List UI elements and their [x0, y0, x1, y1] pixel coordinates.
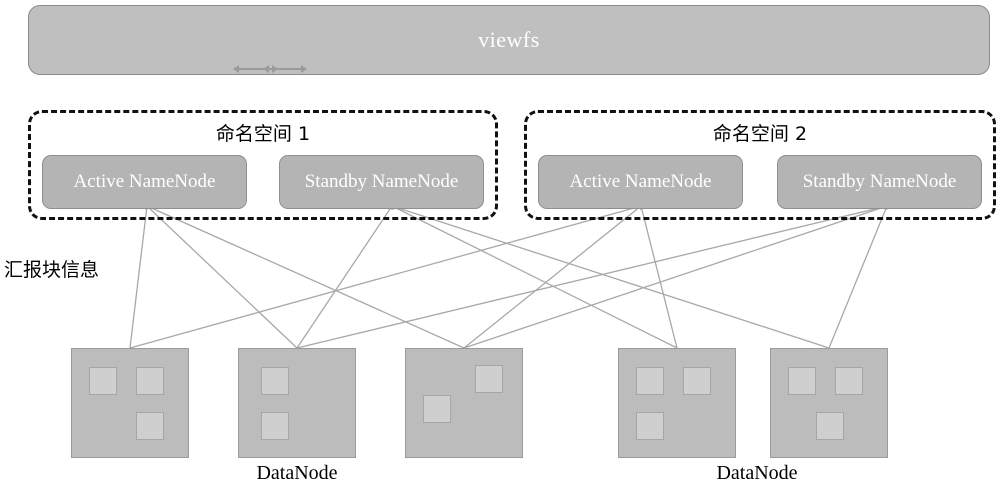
viewfs-box[interactable]: viewfs	[28, 5, 990, 75]
datanode-caption: DataNode	[256, 462, 338, 484]
block-report-edge	[141, 203, 465, 349]
block-report-edge	[463, 202, 893, 349]
namespace-container-2[interactable]: 命名空间 2 Active NameNode Standby NameNode	[524, 110, 996, 220]
namenode-active-label-2: Active NameNode	[569, 171, 712, 192]
block-report-edge	[828, 200, 890, 349]
namenode-standby-label-1: Standby NameNode	[304, 171, 459, 192]
namenode-standby-label-2: Standby NameNode	[802, 171, 957, 192]
data-block	[636, 412, 664, 440]
datanode-4[interactable]	[618, 348, 736, 458]
namespace-title-1: 命名空间 1	[215, 123, 311, 145]
data-block	[475, 365, 503, 393]
data-block	[683, 367, 711, 395]
data-block	[136, 367, 164, 395]
data-block	[636, 367, 664, 395]
namespace-container-1[interactable]: 命名空间 1 Active NameNode Standby NameNode	[28, 110, 498, 220]
data-block	[423, 395, 451, 423]
block-report-edge	[129, 200, 151, 349]
datanode-5[interactable]	[770, 348, 888, 458]
viewfs-label: viewfs	[478, 27, 540, 52]
block-report-edge	[142, 201, 298, 349]
report-blocks-label: 汇报块信息	[4, 259, 100, 281]
block-report-edge	[386, 202, 830, 349]
datanode-2[interactable]	[238, 348, 356, 458]
double-arrow-icon	[263, 65, 307, 73]
datanode-1[interactable]	[71, 348, 189, 458]
block-report-edge	[463, 202, 646, 349]
data-block	[89, 367, 117, 395]
block-report-edge	[386, 203, 678, 349]
data-block	[816, 412, 844, 440]
data-block	[261, 412, 289, 440]
data-block	[835, 367, 863, 395]
edge-group	[129, 200, 893, 349]
data-block	[136, 412, 164, 440]
namespace-title-2: 命名空间 2	[712, 123, 808, 145]
block-report-edge	[296, 202, 893, 349]
namenode-standby-2[interactable]: Standby NameNode	[777, 155, 982, 209]
datanode-caption: DataNode	[716, 462, 798, 484]
block-report-edge	[129, 202, 647, 349]
namenode-active-1[interactable]: Active NameNode	[42, 155, 247, 209]
namenode-active-label-1: Active NameNode	[73, 171, 216, 192]
data-block	[788, 367, 816, 395]
namenode-standby-1[interactable]: Standby NameNode	[279, 155, 484, 209]
data-block	[261, 367, 289, 395]
block-report-edge	[637, 200, 678, 349]
datanode-3[interactable]	[405, 348, 523, 458]
namenode-active-2[interactable]: Active NameNode	[538, 155, 743, 209]
block-report-edge	[296, 201, 396, 349]
